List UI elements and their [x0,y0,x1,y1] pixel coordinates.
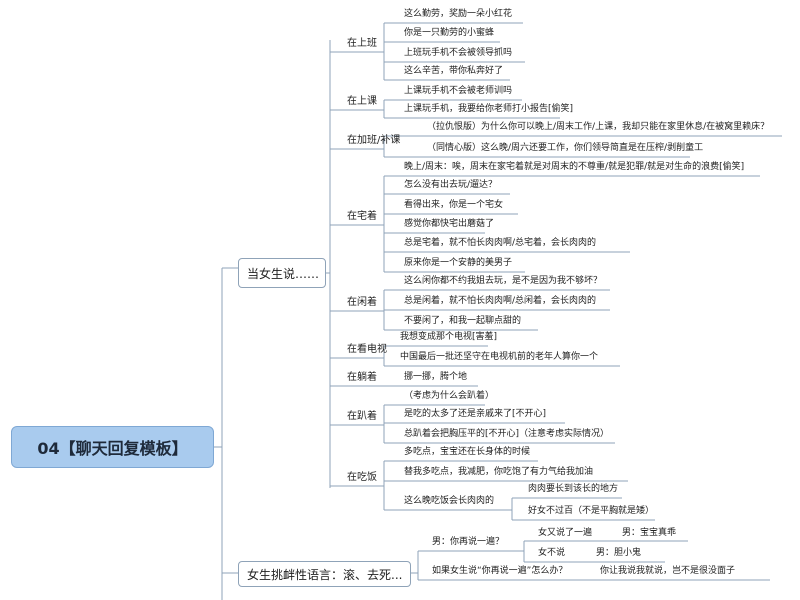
item-label[interactable]: 你让我说我就说，岂不是很没面子 [600,566,736,576]
item-label[interactable]: 替我多吃点，我减肥，你吃饱了有力气给我加油 [404,467,594,477]
sub-item-label[interactable]: 好女不过百（不是平胸就是矮） [528,506,655,516]
item-label[interactable]: 这么闲你都不约我姐去玩，是不是因为我不够坏？ [404,276,603,286]
item-label[interactable]: 看得出来，你是一个宅女 [404,200,504,210]
item-label[interactable]: 感觉你都快宅出蘑菇了 [404,219,495,229]
item-label[interactable]: 多吃点，宝宝还在长身体的时候 [404,447,531,457]
group-label[interactable]: 男：你再说一遍？ [432,537,505,547]
group-label[interactable]: 在躺着 [347,372,377,383]
item-label[interactable]: 是吃的太多了还是亲戚来了[不开心] [404,409,547,419]
item-label[interactable]: 我想变成那个电视[害羞] [400,332,498,342]
group-label[interactable]: 在上课 [347,96,377,107]
branch-node-provocative[interactable]: 女生挑衅性语言：滚、去死... [238,561,411,587]
group-label[interactable]: 在宅着 [347,211,377,222]
branch-node-girl-says[interactable]: 当女生说…… [238,258,326,288]
item-label[interactable]: 原来你是一个安静的美男子 [404,258,513,268]
item-label[interactable]: 你是一只勤劳的小蜜蜂 [404,28,495,38]
item-label[interactable]: 总是宅着，就不怕长肉肉啊/总宅着，会长肉肉的 [404,238,597,248]
item-label[interactable]: 总趴着会把胸压平的[不开心]（注意考虑实际情况） [404,429,610,439]
root-node[interactable]: 04【聊天回复模板】 [11,426,214,468]
group-label[interactable]: 如果女生说“你再说一遍”怎么办？ [432,566,568,576]
item-label[interactable]: 不要闲了，和我一起聊点甜的 [404,316,522,326]
item-label[interactable]: （同情心版）这么晚/周六还要工作，你们领导简直是在压榨/剥削童工 [427,143,704,153]
group-label[interactable]: 在看电视 [347,344,387,355]
item-label[interactable]: 晚上/周末：唉，周末在家宅着就是对周末的不尊重/就是犯罪/就是对生命的浪费[偷笑… [404,162,745,172]
group-label[interactable]: 在加班/补课 [347,135,401,146]
item-label[interactable]: 上课玩手机不会被老师训吗 [404,86,513,96]
item-label[interactable]: 女不说 [538,548,566,558]
group-label[interactable]: 在上班 [347,38,377,49]
item-label[interactable]: 怎么没有出去玩/遛达？ [404,180,498,190]
sub-item-label[interactable]: 肉肉要长到该长的地方 [528,484,619,494]
item-label[interactable]: 中国最后一批还坚守在电视机前的老年人算你一个 [400,352,599,362]
item-label[interactable]: 上课玩手机，我要给你老师打小报告[偷笑] [404,104,574,114]
item-label[interactable]: 总是闲着，就不怕长肉肉啊/总闲着，会长肉肉的 [404,296,597,306]
item-label[interactable]: 这么辛苦，带你私奔好了 [404,66,504,76]
item-label[interactable]: （考虑为什么会趴着） [404,391,495,401]
item-label[interactable]: （拉仇恨版）为什么你可以晚上/周末工作/上课，我却只能在家里休息/在被窝里赖床？ [427,122,770,132]
group-label[interactable]: 在闲着 [347,297,377,308]
sub-item-label[interactable]: 男：宝宝真乖 [622,528,677,538]
item-label[interactable]: 女又说了一遍 [538,528,593,538]
item-label[interactable]: 挪一挪，腾个地 [404,372,468,382]
item-label[interactable]: 这么勤劳，奖励一朵小红花 [404,9,513,19]
sub-item-label[interactable]: 男：胆小鬼 [596,548,642,558]
item-label[interactable]: 上班玩手机不会被领导抓吗 [404,48,513,58]
group-label[interactable]: 在吃饭 [347,472,377,483]
group-label[interactable]: 在趴着 [347,411,377,422]
item-label[interactable]: 这么晚吃饭会长肉肉的 [404,496,495,506]
